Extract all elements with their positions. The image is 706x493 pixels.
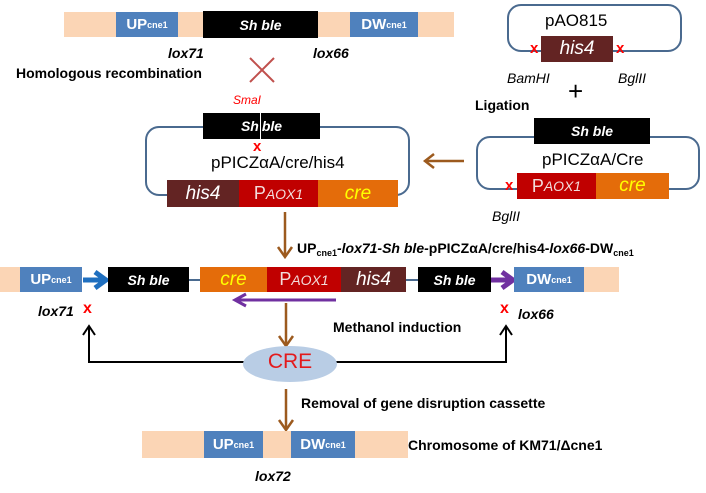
bglii-label: BglII <box>618 70 647 86</box>
lox66-label: lox66 <box>518 306 554 322</box>
integrated-cre: cre <box>200 267 267 292</box>
homologous-recombination-label: Homologous recombination <box>16 65 202 81</box>
integration-arrow <box>276 212 294 260</box>
up-label: UP <box>126 16 148 33</box>
lox71-label: lox71 <box>38 303 74 319</box>
transcription-arrow <box>231 292 336 308</box>
cre-protein-label: CRE <box>267 350 313 373</box>
pAO815-name: pAO815 <box>545 11 608 30</box>
cre-action-lines <box>82 324 513 363</box>
top-lox71-label: lox71 <box>168 45 204 61</box>
pPICZaA-Cre-name: pPICZαA/Cre <box>542 150 644 169</box>
lox71-site-x-icon: x <box>83 300 92 317</box>
sh-label: Sh <box>240 118 259 134</box>
dw-label: DW <box>361 16 387 33</box>
label-plasmid: pPICZαA/cre/his4- <box>428 240 550 256</box>
promoter-sub: AOX1 <box>543 178 582 194</box>
pPICZaA-Cre-sh-ble: Sh ble <box>534 118 650 144</box>
bamhi-label: BamHI <box>507 70 550 86</box>
sh-ble-label: Sh ble <box>570 123 613 139</box>
lox66-arrow <box>490 269 518 291</box>
bamhi-site-x-icon: x <box>530 40 539 57</box>
label-up-sub: cne1 <box>316 248 337 258</box>
pPICZaA-cre-his4-cre: cre <box>318 180 398 207</box>
removal-arrow <box>277 389 295 433</box>
up-sub: cne1 <box>147 19 168 30</box>
smai-site-x-icon: x <box>253 138 262 155</box>
ble-label: ble <box>261 118 283 134</box>
dw-label: DW <box>526 271 552 288</box>
final-chromosome-label: Chromosome of KM71/Δcne1 <box>408 437 603 453</box>
lox66-site-x-icon: x <box>500 300 509 317</box>
sh-ble-label: Sh ble <box>127 271 170 288</box>
dw-sub: cne1 <box>325 439 346 450</box>
pPICZaA-Cre-cre: cre <box>596 173 669 199</box>
lox72-label: lox72 <box>255 468 291 484</box>
bglii-site-x-icon: x <box>505 177 514 194</box>
plus-icon: + <box>568 76 584 106</box>
induction-arrow <box>277 303 295 349</box>
lox71-arrow <box>83 269 111 291</box>
pPICZaA-cre-his4-his4: his4 <box>167 180 239 207</box>
promoter-sub: AOX1 <box>265 185 304 202</box>
dw-label: DW <box>300 436 326 453</box>
label-lox66: lox66 <box>549 240 586 256</box>
cre-label: cre <box>344 182 372 204</box>
integrated-sh-ble-2: Sh ble <box>418 267 491 292</box>
integrated-sh-ble-1: Sh ble <box>108 267 189 292</box>
cre-label: cre <box>619 175 646 196</box>
up-sub: cne1 <box>233 439 255 450</box>
label-lox71-shble: -lox71-Sh ble- <box>336 240 429 256</box>
cre-label: cre <box>220 268 247 290</box>
ligation-label: Ligation <box>475 97 530 113</box>
top-lox66-label: lox66 <box>313 45 349 61</box>
removal-label: Removal of gene disruption cassette <box>301 395 546 411</box>
label-dw: -DW <box>585 240 614 256</box>
label-dw-sub: cne1 <box>613 248 634 258</box>
smai-cut-line <box>259 113 261 139</box>
his4-label: his4 <box>356 268 391 290</box>
top-sh-ble: Sh ble <box>203 11 318 38</box>
sh-ble-label: Sh ble <box>433 271 476 288</box>
his4-label: his4 <box>185 182 221 204</box>
bglii-site-x-icon: x <box>616 40 625 57</box>
pPICZaA-cre-his4-name: pPICZαA/cre/his4 <box>211 153 345 172</box>
cre-protein-ellipse <box>243 346 337 382</box>
promoter-label: P <box>531 175 544 196</box>
smai-label: SmaI <box>233 93 262 107</box>
up-label: UP <box>212 436 234 453</box>
up-label: UP <box>30 271 52 288</box>
integrated-chromosome-left <box>0 267 20 292</box>
dw-sub: cne1 <box>551 274 572 285</box>
final-chromosome <box>142 431 408 458</box>
sh-ble-label: Sh ble <box>239 16 282 33</box>
bglii-label: BglII <box>492 208 521 224</box>
label-up: UP <box>297 240 317 256</box>
integrated-chromosome-right <box>584 267 619 292</box>
blocked-recombination-x-icon <box>249 57 275 83</box>
promoter-sub: AOX1 <box>291 271 329 288</box>
methanol-induction-label: Methanol induction <box>333 319 462 335</box>
dw-sub: cne1 <box>386 19 407 30</box>
up-sub: cne1 <box>51 274 72 285</box>
his4-label: his4 <box>559 38 595 59</box>
pAO815-his4: his4 <box>541 36 613 62</box>
promoter-label: P <box>253 183 266 203</box>
ligation-arrow <box>422 153 464 169</box>
integrated-his4: his4 <box>341 267 406 292</box>
integrated-construct-label: UPcne1-lox71-Sh ble-pPICZαA/cre/his4-lox… <box>297 240 634 258</box>
promoter-label: P <box>279 269 292 289</box>
